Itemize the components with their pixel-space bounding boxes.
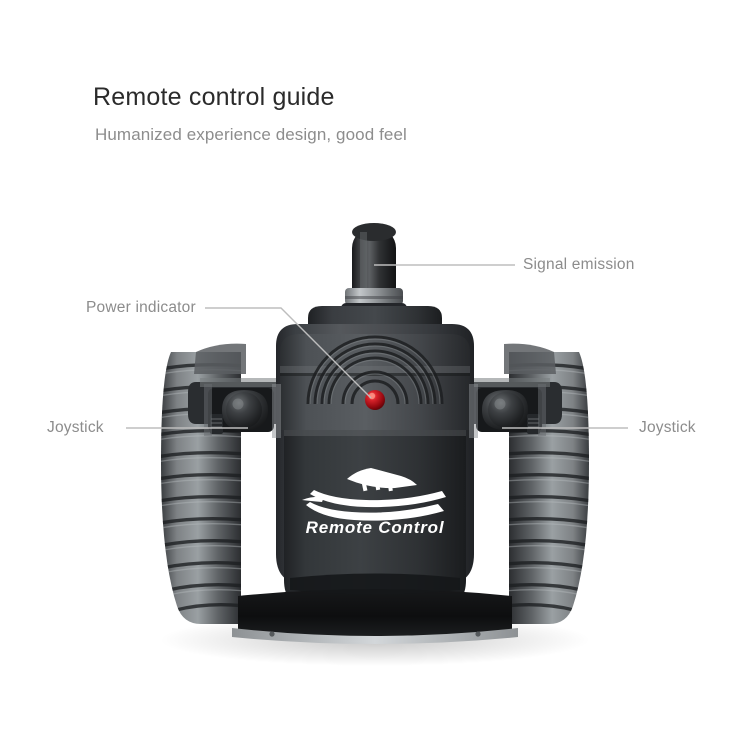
speedboat-icon [302, 468, 446, 521]
joystick-knob-right[interactable] [476, 388, 542, 434]
page-title: Remote control guide [93, 83, 335, 111]
annotation-joystick-left: Joystick [47, 419, 104, 436]
power-led-icon [365, 390, 385, 410]
device-base [238, 589, 512, 639]
device-brand-text: Remote Control [306, 518, 445, 537]
annotation-signal-emission: Signal emission [523, 256, 635, 273]
base-trim [232, 628, 518, 644]
page-subtitle: Humanized experience design, good feel [95, 125, 407, 145]
joystick-knob-left[interactable] [208, 388, 274, 434]
antenna-icon [341, 223, 407, 319]
annotation-joystick-right: Joystick [639, 419, 696, 436]
heading-block: Remote control guide Humanized experienc… [93, 82, 653, 145]
annotation-power-indicator: Power indicator [86, 299, 196, 316]
